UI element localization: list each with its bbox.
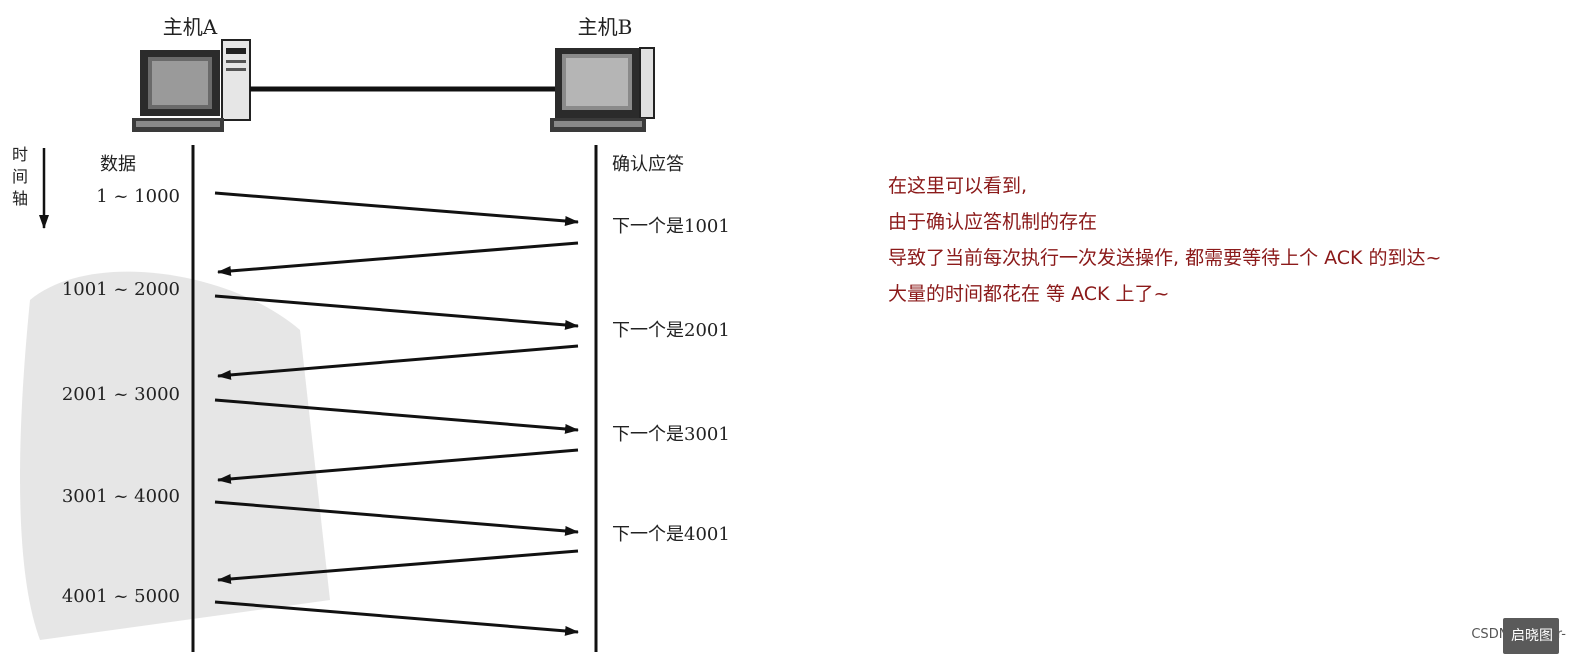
note-line-1: 在这里可以看到, — [888, 175, 1028, 197]
ack-label-3: 下一个是3001 — [612, 424, 730, 445]
watermark-badge-bg — [1503, 618, 1559, 654]
ack-arrow-2 — [217, 344, 579, 380]
ack-arrow-4 — [217, 549, 579, 584]
data-arrow-4 — [214, 500, 579, 536]
time-axis-char-2: 间 — [12, 167, 28, 186]
note-line-3: 导致了当前每次执行一次发送操作, 都需要等待上个 ACK 的到达~ — [888, 247, 1442, 269]
note-line-2: 由于确认应答机制的存在 — [888, 211, 1098, 233]
explanation-note: 在这里可以看到, 由于确认应答机制的存在 导致了当前每次执行一次发送操作, 都需… — [888, 168, 1441, 312]
data-arrow-3 — [214, 398, 579, 434]
host-b-label: 主机B — [578, 15, 633, 39]
data-arrow-2 — [214, 294, 579, 330]
time-axis-char-1: 时 — [12, 145, 28, 164]
ack-arrow-1 — [217, 241, 579, 276]
background-seal — [20, 271, 330, 640]
tcp-ack-diagram: 主机A 主机B 时 间 轴 数据 确认应答 1 ~ 1000 1001 ~ 20… — [12, 15, 730, 652]
data-header: 数据 — [100, 154, 136, 175]
note-line-4: 大量的时间都花在 等 ACK 上了~ — [888, 283, 1170, 305]
segment-label-3: 2001 ~ 3000 — [62, 384, 180, 405]
data-arrow-1 — [214, 191, 579, 226]
ack-arrow-3 — [217, 448, 579, 484]
segment-label-2: 1001 ~ 2000 — [62, 279, 180, 300]
segment-label-1: 1 ~ 1000 — [96, 186, 180, 207]
time-axis-char-3: 轴 — [12, 189, 28, 208]
segment-label-4: 3001 ~ 4000 — [62, 486, 180, 507]
ack-label-4: 下一个是4001 — [612, 524, 730, 545]
host-a-label: 主机A — [163, 15, 218, 39]
ack-header: 确认应答 — [612, 154, 684, 175]
ack-label-2: 下一个是2001 — [612, 320, 730, 341]
segment-label-5: 4001 ~ 5000 — [62, 586, 180, 607]
host-a-computer-icon — [132, 39, 251, 132]
watermark-badge: 启晓图 — [1511, 628, 1553, 644]
host-b-computer-icon — [550, 47, 655, 132]
ack-label-1: 下一个是1001 — [612, 216, 730, 237]
data-arrow-5 — [214, 600, 579, 636]
